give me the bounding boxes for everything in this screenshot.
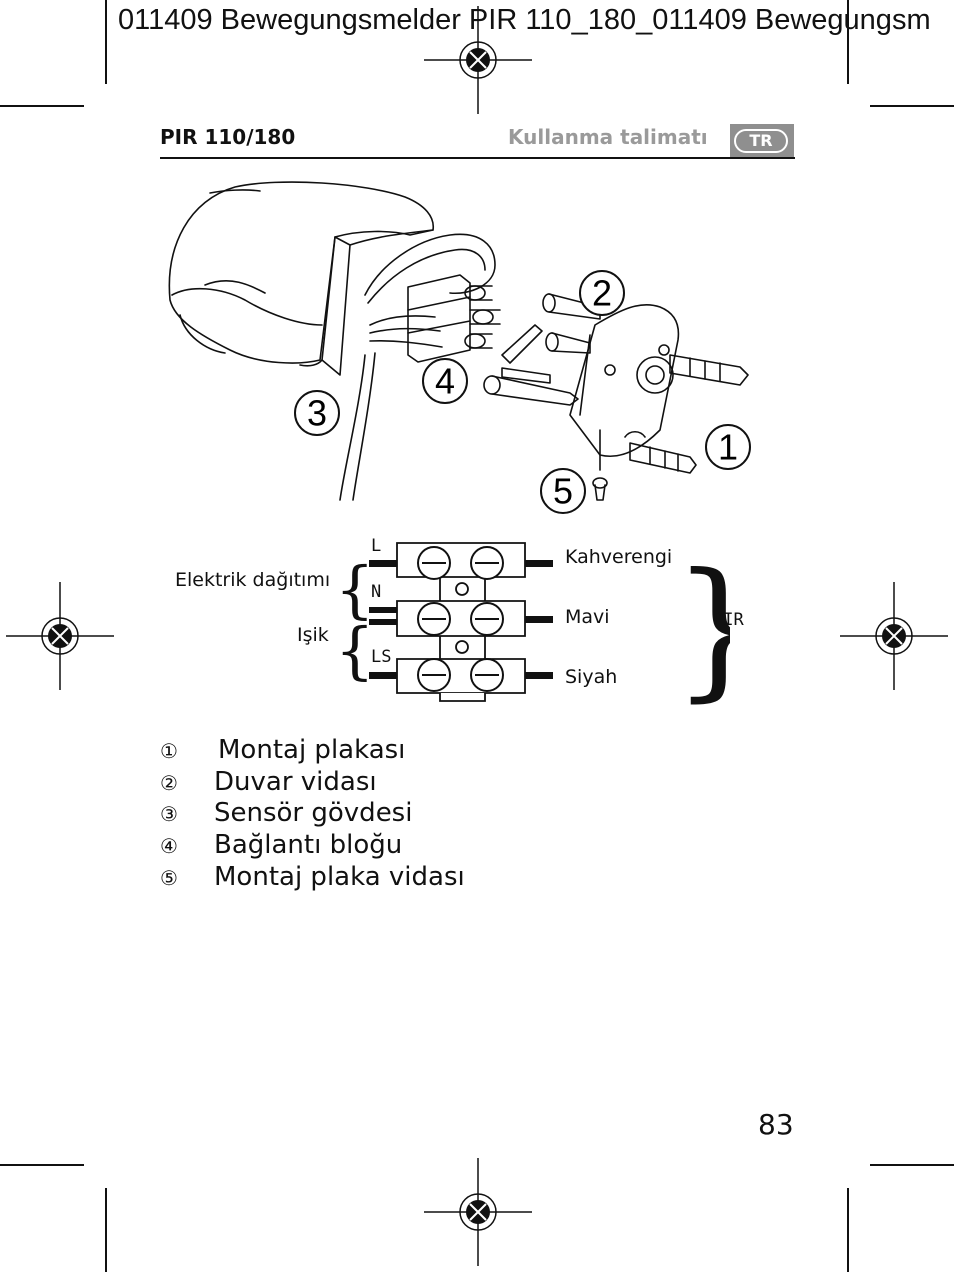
callout-3: 3 xyxy=(294,390,340,436)
input-wires xyxy=(369,560,397,679)
svg-text:3: 3 xyxy=(307,393,327,434)
callout-4: 4 xyxy=(422,358,468,404)
terminal-n-label: N xyxy=(371,582,382,602)
right-brace-pir: } xyxy=(672,542,730,705)
wiring-diagram: { { } xyxy=(335,542,730,705)
legend-text: Sensör gövdesi xyxy=(214,798,413,828)
svg-text:2: 2 xyxy=(592,273,612,314)
terminal-screws xyxy=(417,546,504,692)
svg-text:4: 4 xyxy=(435,361,455,402)
registration-mark-right xyxy=(840,582,948,690)
legend-number: ③ xyxy=(160,802,178,826)
terminal-block-diagram xyxy=(396,542,526,702)
terminal-block-illustration xyxy=(407,274,501,363)
assembly-drawing: 1 2 3 4 5 xyxy=(168,181,751,514)
left-brace-mains: { xyxy=(335,553,374,626)
wire-brown-label: Kahverengi xyxy=(565,546,673,568)
callout-1: 1 xyxy=(705,424,751,470)
page-number: 83 xyxy=(758,1108,794,1141)
header-section-title: Kullanma talimatı xyxy=(508,125,708,149)
legend-text: Duvar vidası xyxy=(214,767,377,797)
legend-number: ① xyxy=(160,739,178,763)
legend-text: Bağlantı bloğu xyxy=(214,830,403,860)
language-badge: TR xyxy=(730,124,794,158)
registration-mark-left xyxy=(6,582,114,690)
callout-5: 5 xyxy=(540,468,586,514)
legend-number: ⑤ xyxy=(160,866,178,890)
terminal-l-label: L xyxy=(371,536,382,556)
legend-text: Montaj plakası xyxy=(218,735,406,765)
print-slug: 011409 Bewegungsmelder PIR 110_180_01140… xyxy=(118,4,931,36)
svg-text:1: 1 xyxy=(718,427,738,468)
output-wires xyxy=(525,560,553,679)
legend-number: ② xyxy=(160,771,178,795)
header-model: PIR 110/180 xyxy=(160,125,296,149)
registration-mark-bottom xyxy=(424,1158,532,1266)
mains-supply-label: Elektrik dağıtımı xyxy=(175,569,331,591)
pir-label: PIR xyxy=(713,610,744,630)
svg-text:5: 5 xyxy=(553,471,573,512)
legend-number: ④ xyxy=(160,834,178,858)
light-label: Işik xyxy=(297,624,329,646)
mounting-plate-illustration xyxy=(569,303,680,457)
language-badge-label: TR xyxy=(734,129,788,153)
left-brace-light: { xyxy=(335,614,374,687)
terminal-ls-label: LS xyxy=(371,647,392,667)
legend-text: Montaj plaka vidası xyxy=(214,862,465,892)
callout-2: 2 xyxy=(579,270,625,316)
plate-screw-illustration xyxy=(592,429,608,501)
wire-black-label: Siyah xyxy=(565,666,618,688)
header-rule xyxy=(160,157,795,159)
wire-blue-label: Mavi xyxy=(565,606,610,628)
sensor-housing-illustration xyxy=(168,181,496,501)
wall-plugs-illustration xyxy=(629,354,749,474)
registration-mark-top xyxy=(424,6,532,114)
